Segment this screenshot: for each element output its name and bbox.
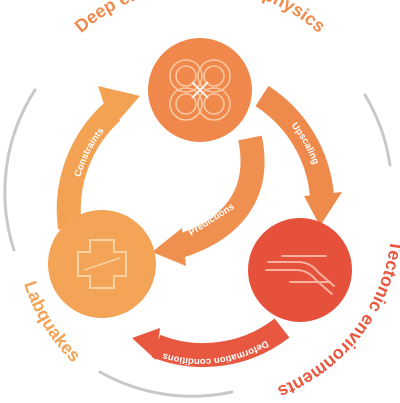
ring-segment-bottom bbox=[98, 370, 234, 398]
node-labquakes bbox=[48, 210, 156, 318]
title-top-path: Deep earthquake multiphysics bbox=[71, 0, 330, 36]
arrow-predictions-head bbox=[152, 228, 186, 266]
arrow-predictions-body bbox=[176, 135, 265, 258]
arrow-upscaling-head bbox=[304, 192, 342, 226]
arrow-upscaling bbox=[255, 85, 342, 226]
fault-icon bbox=[265, 255, 335, 295]
outer-ring bbox=[3, 88, 392, 398]
arrow-deformation-body bbox=[151, 318, 290, 367]
arrow-constraints-head bbox=[98, 86, 140, 128]
arrow-upscaling-body bbox=[255, 85, 334, 198]
node-tectonic bbox=[248, 218, 352, 322]
node-deep-earthquake bbox=[148, 38, 252, 142]
arrow-constraints-body bbox=[56, 103, 121, 230]
arrow-predictions bbox=[152, 135, 265, 266]
arrow-deformation-head bbox=[132, 328, 160, 360]
focal-mechanism-icon bbox=[169, 59, 231, 121]
ring-segment-top-right bbox=[363, 93, 392, 167]
arrow-constraints bbox=[56, 86, 140, 230]
title-deep-earthquake: Deep earthquake multiphysics bbox=[71, 0, 330, 36]
sample-press-icon bbox=[77, 239, 127, 289]
ring-segment-left bbox=[3, 88, 37, 252]
arrow-deformation bbox=[132, 318, 290, 367]
